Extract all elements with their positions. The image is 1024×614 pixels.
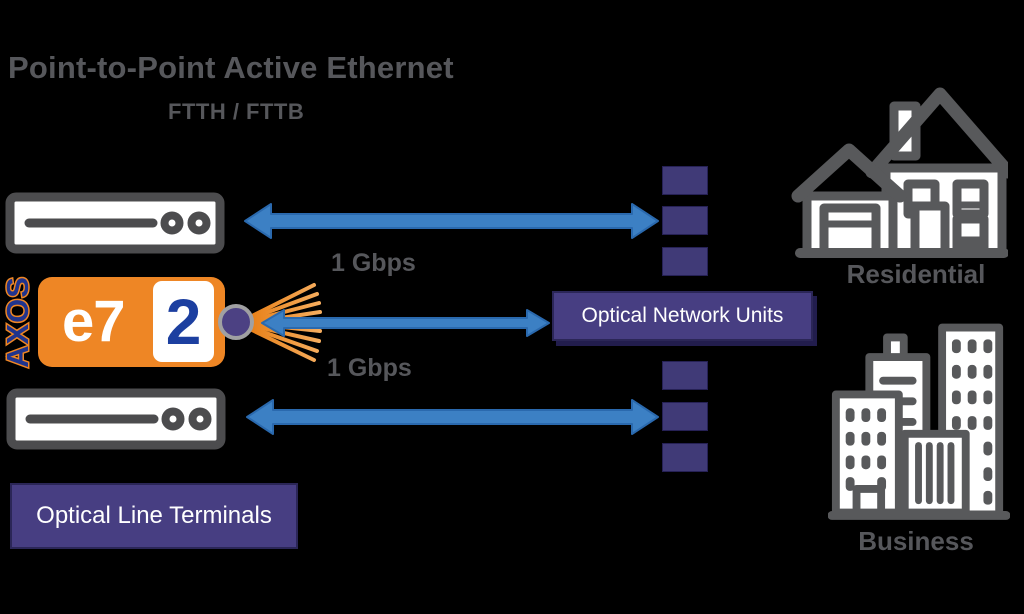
onu-square	[662, 443, 708, 472]
speed-label-top: 1 Gbps	[331, 249, 416, 277]
e7-platform-label: e7	[62, 289, 126, 354]
e7-line-card: 2	[153, 281, 214, 362]
onu-label-box: Optical Network Units	[552, 291, 813, 341]
residential-house-icon	[791, 87, 1008, 258]
onu-square	[662, 402, 708, 431]
onu-square	[662, 206, 708, 235]
olt-switch-icon-top	[5, 192, 225, 254]
onu-square	[662, 166, 708, 195]
onu-square	[662, 361, 708, 390]
fiber-burst-icon	[250, 283, 322, 362]
onu-square	[662, 247, 708, 276]
residential-label: Residential	[846, 259, 986, 289]
link-arrow-top	[244, 203, 659, 239]
business-label: Business	[858, 526, 974, 556]
axos-logo: AXOS	[0, 275, 37, 370]
speed-label-middle: 1 Gbps	[327, 354, 412, 382]
link-arrow-bottom	[246, 399, 659, 435]
olt-label: Optical Line Terminals	[36, 502, 272, 529]
e7-card-number: 2	[165, 285, 202, 358]
e7-card-logo: e7 2	[38, 277, 225, 367]
business-buildings-icon	[828, 323, 1010, 520]
axos-logo-text: AXOS	[0, 276, 35, 368]
onu-label: Optical Network Units	[581, 304, 784, 327]
olt-label-box: Optical Line Terminals	[10, 483, 298, 549]
link-arrow-middle	[261, 309, 550, 337]
olt-switch-icon-bottom	[6, 388, 226, 450]
page-subtitle: FTTH / FTTB	[168, 99, 305, 124]
page-title: Point-to-Point Active Ethernet	[8, 50, 454, 85]
